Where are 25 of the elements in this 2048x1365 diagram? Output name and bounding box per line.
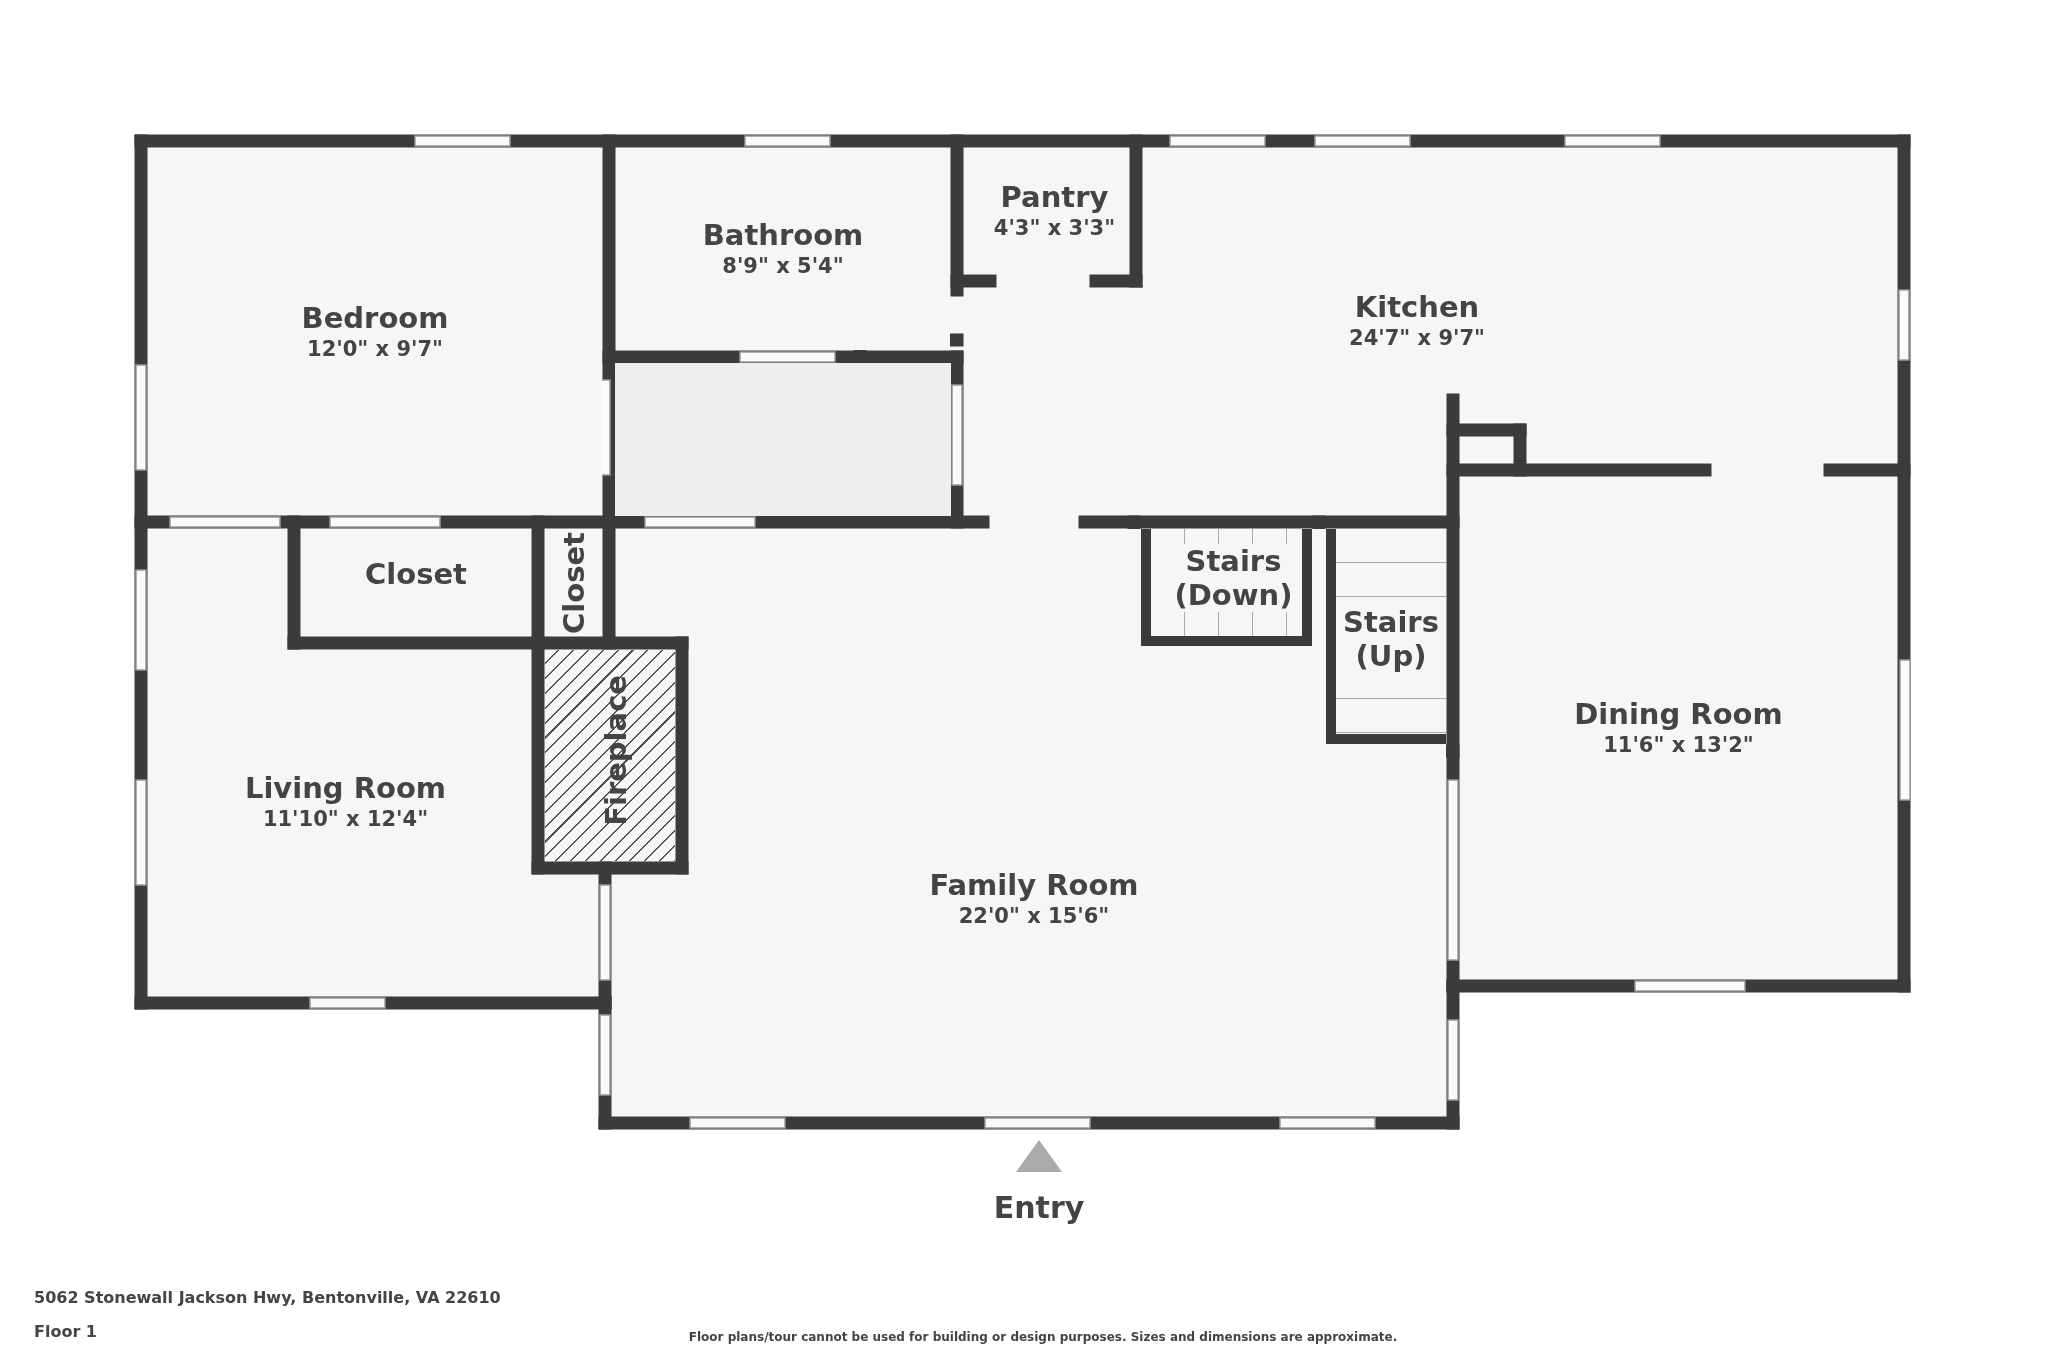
hallway-area [616, 364, 950, 515]
room-name: Bedroom [301, 300, 449, 335]
room-dimensions: 11'10" x 12'4" [262, 806, 429, 833]
room-dimensions: 4'3" x 3'3" [993, 215, 1116, 242]
room-name: Closet [556, 531, 591, 634]
room-dimensions: 8'9" x 5'4" [722, 253, 844, 280]
stairs-area [1326, 529, 1446, 744]
floor-label: Floor 1 [34, 1322, 97, 1341]
room-name: Closet [365, 556, 467, 591]
room-dimensions: 24'7" x 9'7" [1349, 325, 1485, 352]
address-text: 5062 Stonewall Jackson Hwy, Bentonville, VA 22610 [34, 1288, 501, 1307]
entry-label: Entry [993, 1190, 1085, 1225]
room-dimensions: 12'0" x 9'7" [307, 335, 443, 363]
room-dimensions: 11'6" x 13'2" [1603, 732, 1754, 759]
room-name: Family Room [929, 867, 1139, 902]
room-name: Kitchen [1354, 290, 1480, 324]
stairs-area [1141, 529, 1312, 646]
room-name: Fireplace [599, 675, 633, 826]
room-name: Bathroom [702, 218, 864, 252]
fireplace-area [545, 650, 675, 861]
disclaimer-text: Floor plans/tour cannot be used for building or design purposes. Sizes and dimensions are approximate. [688, 1330, 1398, 1344]
room-name: Pantry [1000, 180, 1109, 214]
room-name: Dining Room [1574, 697, 1783, 731]
room-name: Living Room [244, 771, 447, 805]
room-dimensions: 22'0" x 15'6" [958, 902, 1110, 930]
